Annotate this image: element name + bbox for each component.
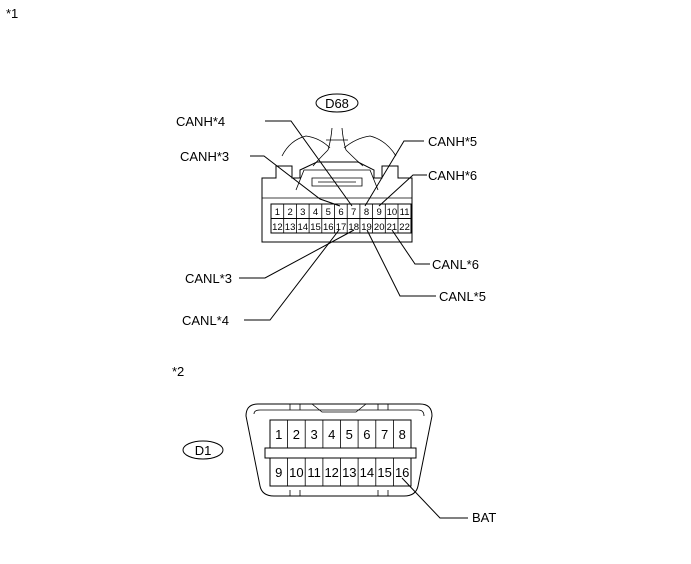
pin-number: 4 <box>313 207 318 218</box>
label-canh3: CANH*3 <box>180 149 229 164</box>
label-bat: BAT <box>472 510 496 525</box>
pin-number: 8 <box>364 207 369 218</box>
pin-number: 1 <box>275 207 280 218</box>
pin-number: 5 <box>326 207 331 218</box>
pin-number: 17 <box>336 222 347 233</box>
pin-number: 8 <box>399 427 406 442</box>
leader-lines-d68 <box>239 120 436 321</box>
connector-id-badge <box>315 93 359 113</box>
label-canh6: CANH*6 <box>428 168 477 183</box>
housing-ribs <box>289 404 389 496</box>
label-canh4: CANH*4 <box>176 114 225 129</box>
pin-number: 11 <box>307 465 321 480</box>
pin-number: 11 <box>400 207 410 218</box>
pin-number: 12 <box>324 465 338 480</box>
connector-id-badge <box>182 440 224 460</box>
pin-number: 2 <box>293 427 300 442</box>
pin-number: 3 <box>300 207 305 218</box>
label-canl3: CANL*3 <box>185 271 232 286</box>
pin-number: 6 <box>363 427 370 442</box>
pin-grid-d68 <box>270 203 412 234</box>
connector-d1: D1 <box>182 403 496 525</box>
connector-id-d1: D1 <box>195 443 212 458</box>
pin-number: 10 <box>387 207 398 218</box>
pin-number: 3 <box>310 427 317 442</box>
pin-grid-d1 <box>264 419 417 487</box>
label-canl4: CANL*4 <box>182 313 229 328</box>
pin-number: 18 <box>348 222 359 233</box>
pin-number: 13 <box>285 222 296 233</box>
pin-number: 15 <box>310 222 321 233</box>
pin-number: 5 <box>346 427 353 442</box>
connector-housing <box>245 403 433 497</box>
pin-number: 9 <box>275 465 282 480</box>
diagram-marker-1: *1 <box>6 6 18 21</box>
connector-id-d68: D68 <box>325 96 349 111</box>
pin-number: 10 <box>289 465 303 480</box>
wire-harness <box>281 127 397 167</box>
pin-number: 1 <box>275 427 282 442</box>
pin-number: 9 <box>377 207 382 218</box>
pin-number: 6 <box>338 207 343 218</box>
pin-number: 4 <box>328 427 335 442</box>
diagram-marker-2: *2 <box>172 364 184 379</box>
pin-number: 7 <box>351 207 356 218</box>
label-canh5: CANH*5 <box>428 134 477 149</box>
pin-number: 14 <box>298 222 309 233</box>
pin-number: 21 <box>387 222 398 233</box>
pin-number: 7 <box>381 427 388 442</box>
pin-number: 16 <box>323 222 334 233</box>
pin-number: 15 <box>377 465 391 480</box>
label-canl6: CANL*6 <box>432 257 479 272</box>
pin-number: 20 <box>374 222 385 233</box>
pin-number: 19 <box>361 222 372 233</box>
leader-line-bat <box>401 477 468 519</box>
pin-number: 2 <box>287 207 292 218</box>
pin-number: 14 <box>360 465 374 480</box>
pin-number: 16 <box>395 465 409 480</box>
connector-housing <box>261 161 413 243</box>
pin-number: 22 <box>399 222 410 233</box>
pin-number: 13 <box>342 465 356 480</box>
pin-number: 12 <box>272 222 283 233</box>
label-canl5: CANL*5 <box>439 289 486 304</box>
